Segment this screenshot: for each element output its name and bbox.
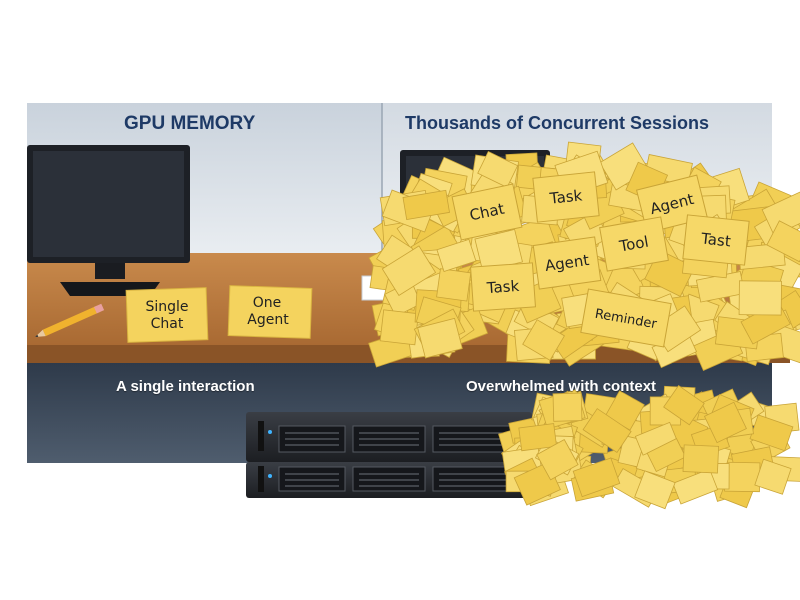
floor-note-pile	[498, 385, 800, 510]
server-icon	[246, 412, 532, 498]
sticky-note	[724, 461, 761, 493]
sticky-note	[634, 470, 676, 510]
sticky-note	[766, 220, 800, 263]
labeled-note: Task	[532, 171, 600, 223]
labeled-note: Tool	[599, 216, 669, 272]
sticky-note	[436, 268, 472, 302]
sticky-note	[522, 319, 565, 361]
sticky-note	[749, 414, 794, 452]
sticky-note	[381, 245, 437, 296]
labeled-note: Reminder	[580, 288, 672, 348]
left-panel-title: GPU MEMORY	[124, 113, 256, 134]
note-label: One	[253, 295, 282, 311]
sticky-note	[582, 408, 632, 453]
sticky-note	[754, 458, 792, 495]
left-desk-edge	[27, 345, 382, 363]
right-panel-title: Thousands of Concurrent Sessions	[405, 113, 710, 133]
sticky-note	[738, 280, 782, 316]
pencil-icon	[35, 303, 105, 337]
sticky-note	[552, 392, 583, 422]
sticky-note	[477, 150, 519, 188]
monitor-icon	[27, 145, 190, 296]
note-one-agent: One Agent	[227, 285, 313, 339]
labeled-note: Agent	[532, 236, 602, 290]
sticky-note	[572, 457, 621, 498]
sticky-note	[646, 438, 687, 473]
labeled-note: Chat	[451, 183, 523, 241]
sticky-note	[402, 189, 450, 221]
note-label: Chat	[151, 316, 184, 332]
sticky-note	[518, 423, 558, 452]
sticky-note	[672, 468, 719, 505]
right-panel-caption: Overwhelmed with context	[466, 378, 657, 395]
note-label: Tast	[699, 229, 731, 250]
note-label: Tool	[617, 233, 650, 256]
sticky-note	[663, 385, 705, 426]
sticky-note	[682, 444, 720, 474]
note-label: Task	[485, 277, 520, 297]
sticky-note	[536, 439, 579, 481]
note-label: Task	[548, 186, 583, 207]
note-single-chat: Single Chat	[125, 287, 209, 343]
sticky-note	[703, 401, 747, 444]
note-label: Single	[145, 299, 188, 315]
note-label: Agent	[247, 312, 289, 328]
sticky-note	[436, 238, 477, 272]
sticky-note	[379, 309, 419, 346]
labeled-note: Task	[470, 262, 536, 312]
sticky-note	[417, 317, 463, 359]
labeled-note: Tast	[682, 214, 750, 266]
left-panel-caption: A single interaction	[116, 378, 255, 395]
sticky-note	[761, 191, 800, 236]
